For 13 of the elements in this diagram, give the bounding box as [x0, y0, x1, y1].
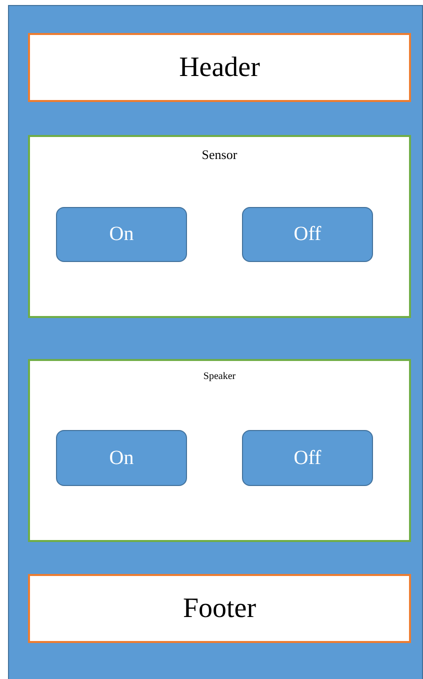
toggle-button: Off: [242, 430, 373, 486]
section-card: [28, 359, 411, 542]
section-title: Speaker: [203, 371, 236, 382]
section-title: Sensor: [202, 147, 238, 163]
toggle-button: On: [56, 207, 187, 262]
bar-title: Footer: [182, 592, 256, 624]
bar-panel: [28, 33, 411, 102]
section-card: [28, 135, 411, 318]
screen-panel: [8, 5, 423, 679]
bar-title: Header: [179, 52, 260, 84]
bar-panel: [28, 574, 411, 643]
toggle-button: On: [56, 430, 187, 486]
toggle-button: Off: [242, 207, 373, 262]
